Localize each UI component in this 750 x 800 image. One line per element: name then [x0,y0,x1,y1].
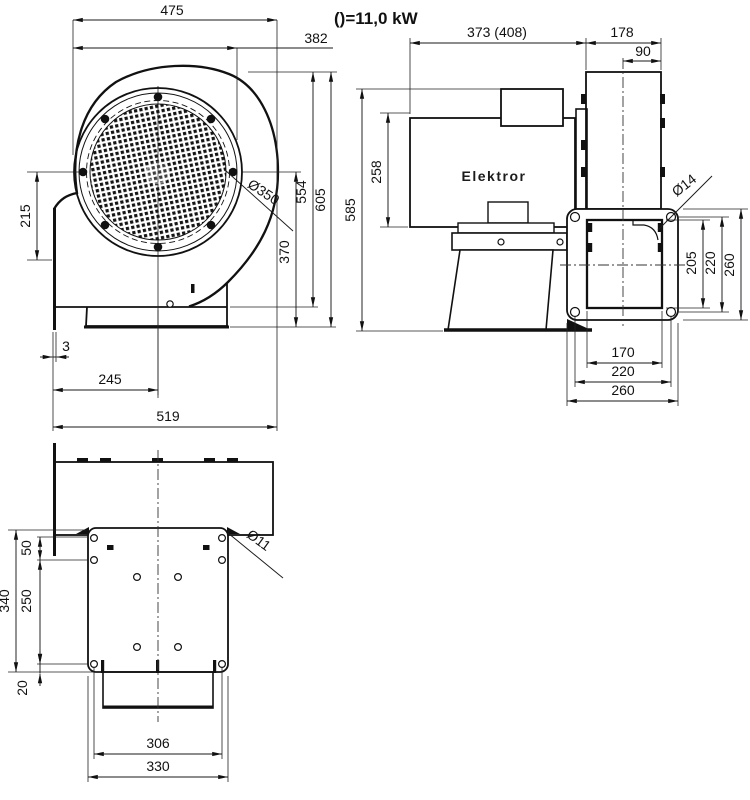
dim-label: 260 [611,382,635,398]
mount-plate [457,222,555,234]
dim-label: 373 (408) [467,24,527,40]
leader-line [657,175,713,231]
dim-label: Ø14 [669,170,700,199]
plate-mark [203,545,210,550]
motor-foot [487,201,529,224]
mount-bolt [497,238,505,246]
outlet-duct [585,71,662,210]
dim-label: 260 [721,253,737,277]
dim-label: 250 [18,589,34,613]
dim-label: 205 [683,251,699,275]
dim-label: 585 [342,198,358,222]
dim-label: 554 [293,180,309,204]
dim-label: 605 [312,188,328,212]
dim-label: 519 [156,408,180,424]
dim-label: 370 [276,240,292,264]
dim-label: 330 [146,758,170,774]
volute-housing-outline [53,64,280,308]
dim-label: 382 [304,30,328,46]
plate-mark [107,545,114,550]
housing-footprint [54,461,274,536]
inlet-bolts [78,92,238,252]
dim-label: 178 [610,24,634,40]
brand-logo: Elektror [462,168,527,184]
dim-label: 475 [160,2,184,18]
dim-label: 170 [611,344,635,360]
hub-swirl [146,162,171,185]
dim-label: 3 [62,338,70,354]
plate-mounting-holes [89,533,227,668]
duct-tabs [581,94,665,177]
hub-highlight [147,161,169,183]
pedestal [447,249,554,331]
scroll-corner-cut [632,220,659,241]
power-note: ()=11,0 kW [334,9,419,28]
dim-label: 245 [98,371,122,387]
dim-label: 220 [611,363,635,379]
dim-label: 20 [14,680,30,696]
leader-line [227,532,284,579]
top-view [53,443,274,722]
housing-tabs [77,458,238,463]
inlet-mesh-grille [89,103,227,241]
corner-gusset [76,527,89,534]
side-view: Elektror [409,58,688,332]
flange-gusset [567,319,591,330]
mount-bolt [556,238,564,246]
dim-label: 258 [368,160,384,184]
dim-label: 306 [146,735,170,751]
terminal-box [500,88,564,127]
dim-label: 220 [702,251,718,275]
dim-label: 90 [635,43,651,59]
dim-label: 340 [0,589,12,613]
dim-label: 215 [17,204,33,228]
outlet-flange [566,208,679,321]
base-plate-front [85,306,228,327]
mount-band [451,232,568,251]
flange-opening [585,218,664,310]
leader-line [224,169,294,232]
corner-gusset [227,527,240,534]
outlet-tick [191,284,195,293]
dim-label: 50 [18,540,34,556]
drain-hole [166,300,174,308]
front-view [53,64,280,398]
